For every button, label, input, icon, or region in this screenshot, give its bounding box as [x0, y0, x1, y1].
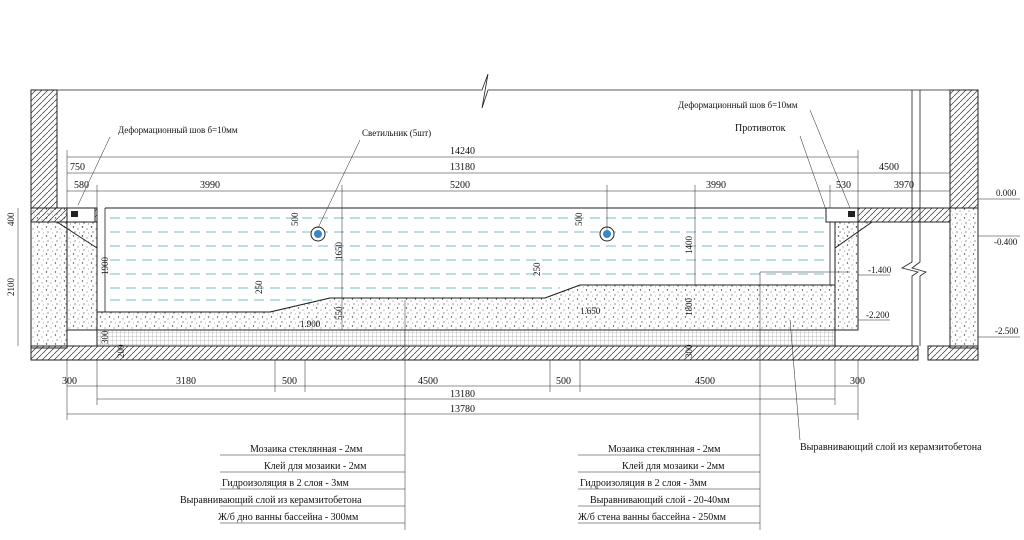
dim-v-400: 400 — [6, 212, 16, 226]
dim-b-300-b: 300 — [850, 376, 865, 387]
level-0000: 0.000 — [996, 188, 1017, 198]
pool-base-slab — [96, 329, 836, 347]
leader-lamp — [317, 139, 361, 229]
note-counterflow: Противоток — [735, 123, 786, 134]
legend-left-item-3: Гидроизоляция в 2 слоя - 3мм — [222, 478, 350, 489]
pool-floor-fill — [96, 284, 836, 331]
level-2500: -2.500 — [995, 326, 1019, 336]
ceiling-line — [57, 73, 950, 109]
dim-b-3180: 3180 — [176, 376, 196, 387]
dim-b-300-a: 300 — [62, 376, 77, 387]
water-lines — [110, 217, 828, 301]
right-foundation-slab — [949, 207, 979, 349]
dim-4500-top: 4500 — [879, 162, 899, 173]
dim-580: 580 — [74, 180, 89, 191]
dim-3990-b: 3990 — [706, 180, 726, 191]
right-floor-slab — [857, 207, 951, 223]
bottom-dimensions — [66, 360, 859, 420]
dim-v-250-b: 250 — [532, 262, 542, 276]
lamp-icon-left — [310, 226, 326, 242]
leader-joint-left — [77, 136, 111, 206]
leveling-leader — [789, 319, 801, 441]
dim-v-500-b: 500 — [574, 212, 584, 226]
dim-3970: 3970 — [894, 180, 914, 191]
dim-b-13180: 13180 — [450, 389, 475, 400]
dim-v-200: 200 — [116, 344, 126, 358]
dim-b-13780: 13780 — [450, 404, 475, 415]
legend-left-item-1: Мозаика стеклянная - 2мм — [250, 444, 363, 455]
dim-v-1650: 1650 — [334, 242, 344, 261]
left-grate — [71, 211, 78, 217]
dim-530: 530 — [836, 180, 851, 191]
mark-1650: 1.650 — [580, 306, 601, 316]
leader-joint-right — [809, 109, 851, 209]
legend-left-item-5: Ж/б дно ванны бассейна - 300мм — [218, 512, 359, 523]
dim-3990-a: 3990 — [200, 180, 220, 191]
dim-b-500-a: 500 — [282, 376, 297, 387]
dim-v-2100: 2100 — [6, 278, 16, 297]
bottom-slab — [30, 345, 919, 361]
note-joint-right: Деформационный шов б=10мм — [678, 100, 798, 110]
legend-right-item-5: Ж/б стена ванны бассейна - 250мм — [578, 512, 727, 523]
top-dimensions — [66, 150, 951, 330]
dim-v-300: 300 — [100, 330, 110, 344]
level-0400: -0.400 — [994, 237, 1018, 247]
legend-right-item-1: Мозаика стеклянная - 2мм — [608, 444, 721, 455]
right-grate — [848, 211, 855, 217]
dim-5200: 5200 — [450, 180, 470, 191]
level-2200: -2.200 — [866, 310, 890, 320]
dim-v-1400: 1400 — [684, 236, 694, 255]
dim-v-1900-a: 1900 — [100, 257, 110, 276]
dim-v-300-b: 300 — [684, 344, 694, 358]
dim-v-500-a: 500 — [290, 212, 300, 226]
legend-left — [220, 454, 405, 524]
legend-right-item-3: Гидроизоляция в 2 слоя - 3мм — [580, 478, 708, 489]
leader-counterflow — [799, 135, 827, 211]
legend-right-item-4: Выравнивающий слой - 20-40мм — [590, 495, 730, 506]
level-1400: -1.400 — [868, 265, 892, 275]
legend-right-item-2: Клей для мозаики - 2мм — [622, 461, 725, 472]
left-foundation-slab — [30, 207, 68, 349]
dim-v-250-a: 250 — [254, 280, 264, 294]
legend-right — [578, 454, 760, 524]
right-building-wall — [949, 89, 979, 209]
dim-v-550: 550 — [334, 306, 344, 320]
level-marks — [858, 198, 1020, 338]
mark-1900: 1.900 — [300, 319, 321, 329]
dim-v-1800: 1800 — [684, 298, 694, 317]
left-building-wall — [30, 89, 58, 209]
pool-floor-finish — [105, 284, 830, 313]
legend-left-item-2: Клей для мозаики - 2мм — [264, 461, 367, 472]
dim-b-4500-b: 4500 — [695, 376, 715, 387]
bottom-slab-right — [927, 345, 979, 361]
dim-13180-top: 13180 — [450, 162, 475, 173]
note-lamp: Светильник (5шт) — [362, 128, 431, 138]
drain-pipe — [900, 90, 927, 346]
legend-left-item-4: Выравнивающий слой из керамзитобетона — [180, 495, 362, 506]
dim-14240: 14240 — [450, 146, 475, 157]
note-joint-left: Деформационный шов б=10мм — [118, 125, 238, 135]
dim-b-500-b: 500 — [556, 376, 571, 387]
dim-b-4500-a: 4500 — [418, 376, 438, 387]
note-leveling-right: Выравнивающий слой из керамзитобетона — [800, 442, 982, 453]
dim-750: 750 — [70, 162, 85, 173]
